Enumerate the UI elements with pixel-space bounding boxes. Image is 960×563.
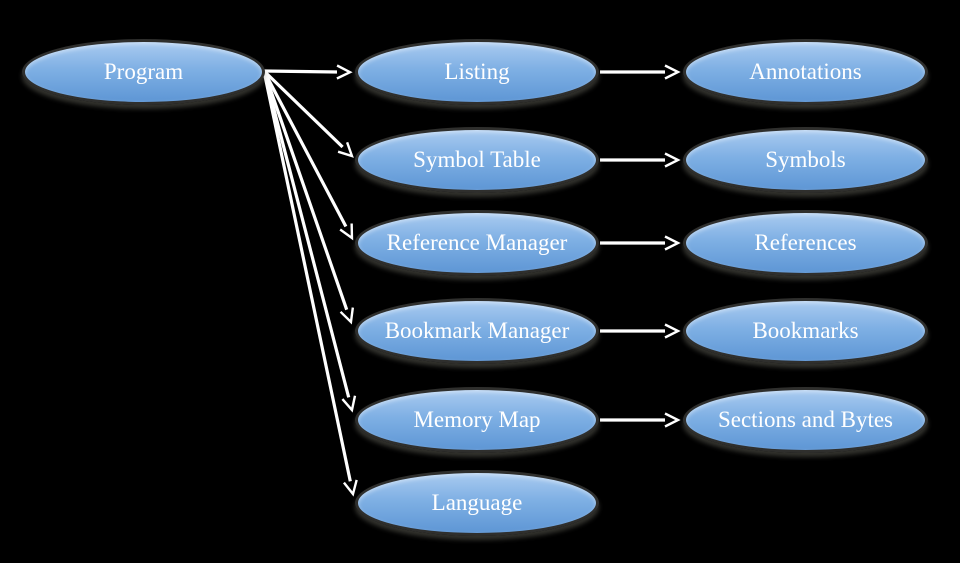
node-reference-manager: Reference Manager bbox=[355, 210, 599, 276]
arrow-program-symbol-table bbox=[262, 69, 354, 158]
arrow-program-bookmark-manager bbox=[262, 70, 355, 325]
node-bookmarks: Bookmarks bbox=[683, 298, 928, 364]
node-symbols-label: Symbols bbox=[765, 146, 846, 172]
arrow-program-listing bbox=[263, 64, 353, 80]
arrow-program-language bbox=[262, 70, 358, 497]
node-symbol-table-label: Symbol Table bbox=[413, 146, 541, 172]
node-symbol-table: Symbol Table bbox=[355, 127, 599, 193]
node-memory-map-label: Memory Map bbox=[413, 406, 541, 432]
node-memory-map: Memory Map bbox=[355, 387, 599, 453]
node-program: Program bbox=[22, 39, 265, 105]
node-annotations-label: Annotations bbox=[749, 58, 862, 84]
node-language-label: Language bbox=[431, 489, 523, 515]
arrow-program-reference-manager bbox=[262, 70, 354, 241]
node-bookmark-manager: Bookmark Manager bbox=[355, 298, 599, 364]
node-bookmarks-label: Bookmarks bbox=[752, 317, 859, 343]
node-bookmark-manager-label: Bookmark Manager bbox=[384, 317, 570, 343]
node-program-label: Program bbox=[103, 58, 184, 84]
node-sections-and-bytes-label: Sections and Bytes bbox=[717, 406, 894, 432]
node-references: References bbox=[683, 210, 928, 276]
node-symbols: Symbols bbox=[683, 127, 928, 193]
node-references-label: References bbox=[754, 229, 857, 255]
node-listing: Listing bbox=[355, 39, 599, 105]
node-language: Language bbox=[355, 470, 599, 536]
node-reference-manager-label: Reference Manager bbox=[386, 229, 568, 255]
node-listing-label: Listing bbox=[444, 58, 510, 84]
node-sections-and-bytes: Sections and Bytes bbox=[683, 387, 928, 453]
node-annotations: Annotations bbox=[683, 39, 928, 105]
arrow-program-memory-map bbox=[262, 70, 357, 413]
